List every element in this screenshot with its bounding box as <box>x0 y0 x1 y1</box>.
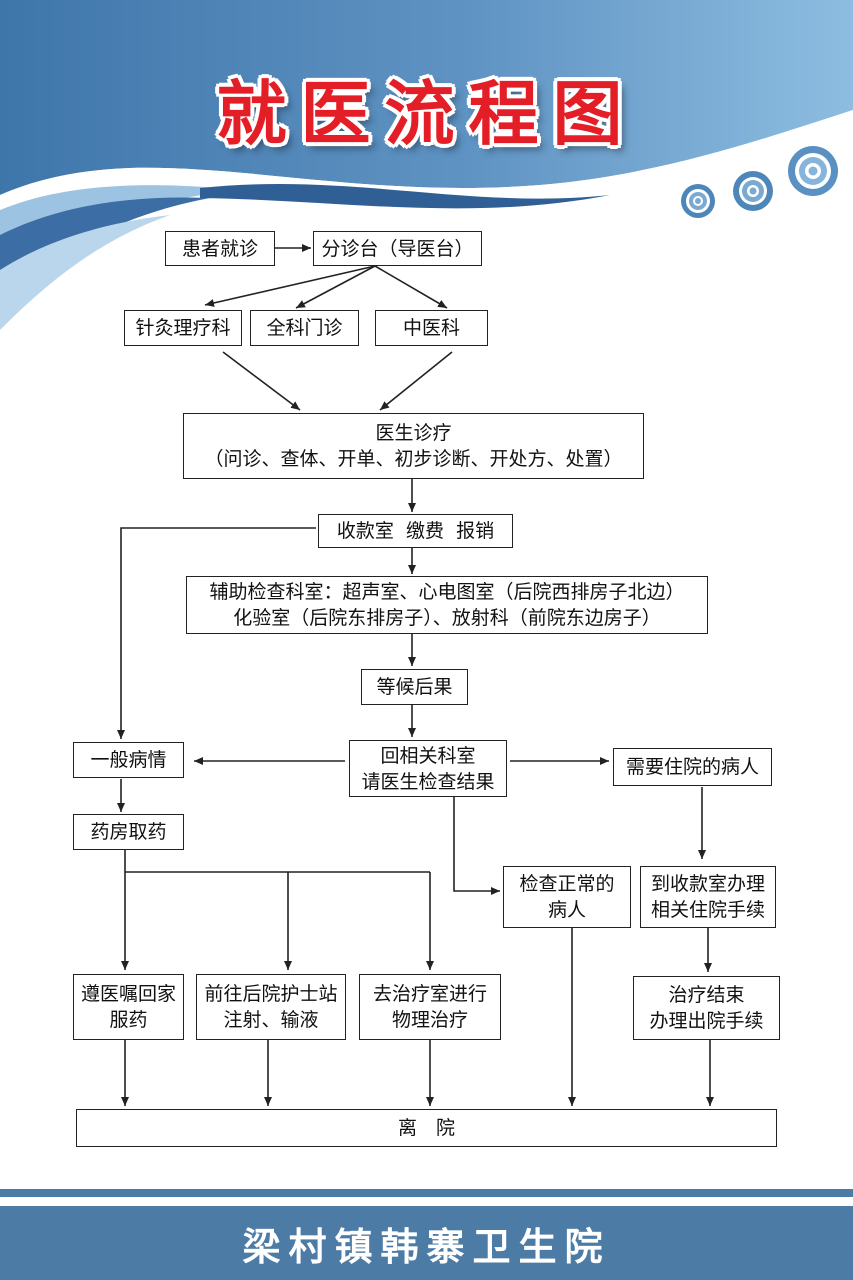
node-label-line1: 遵医嘱回家 <box>80 983 176 1005</box>
node-label: 等候后果 <box>376 676 453 698</box>
node-label: 离 院 <box>397 1117 455 1139</box>
node-general-illness: 一般病情 <box>73 742 184 778</box>
node-label-line2: （问诊、查体、开单、初步诊断、开处方、处置） <box>204 448 623 470</box>
node-leave-hospital: 离 院 <box>76 1109 777 1147</box>
node-label-line2: 办理出院手续 <box>649 1010 764 1032</box>
node-acupuncture: 针灸理疗科 <box>124 310 242 346</box>
footer-hospital-name: 梁村镇韩寨卫生院 <box>0 1206 853 1280</box>
node-triage-desk: 分诊台（导医台） <box>313 231 482 266</box>
node-label: 收款室 缴费 报销 <box>336 520 495 542</box>
node-label-line2: 物理治疗 <box>391 1009 468 1031</box>
node-patient-visit: 患者就诊 <box>165 231 275 266</box>
arrow-acupuncture-to-doctor <box>222 351 301 411</box>
node-label: 中医科 <box>402 317 460 339</box>
node-wait-results: 等候后果 <box>361 669 468 705</box>
node-label-line1: 医生诊疗 <box>375 422 452 444</box>
node-label-line1: 前往后院护士站 <box>204 983 338 1005</box>
node-label-line1: 治疗结束 <box>668 984 745 1006</box>
decorative-circles <box>681 146 838 218</box>
node-label: 患者就诊 <box>181 237 258 260</box>
arrow-cashier-to-general-illness <box>117 527 316 739</box>
node-label-line2: 化验室（后院东排房子）、放射科（前院东边房子） <box>233 607 661 629</box>
node-normal-patients: 检查正常的 病人 <box>503 866 631 928</box>
node-label-line1: 回相关科室 <box>380 744 476 767</box>
node-label-line2: 请医生检查结果 <box>361 770 495 793</box>
node-doctor: 医生诊疗 （问诊、查体、开单、初步诊断、开处方、处置） <box>183 413 644 479</box>
node-label: 一般病情 <box>90 749 167 771</box>
node-label-line1: 检查正常的 <box>519 873 615 895</box>
node-label: 全科门诊 <box>266 317 343 339</box>
node-nurse-station: 前往后院护士站 注射、输液 <box>196 974 346 1040</box>
arrow-return-to-normal <box>453 797 500 895</box>
node-label: 药房取药 <box>90 821 167 843</box>
arrow-triage-to-tcm <box>374 265 448 309</box>
node-admission: 到收款室办理 相关住院手续 <box>640 866 776 928</box>
node-label-line2: 注射、输液 <box>223 1009 319 1031</box>
page-title: 就医流程图 <box>216 73 637 155</box>
node-cashier: 收款室 缴费 报销 <box>318 514 513 548</box>
node-discharge: 治疗结束 办理出院手续 <box>633 976 780 1040</box>
footer-divider <box>0 1189 853 1197</box>
node-label: 针灸理疗科 <box>135 317 231 339</box>
node-return-dept: 回相关科室 请医生检查结果 <box>349 740 507 797</box>
node-label: 需要住院的病人 <box>625 756 759 778</box>
node-label: 分诊台（导医台） <box>321 237 474 260</box>
node-home-medication: 遵医嘱回家 服药 <box>73 974 184 1040</box>
node-aux-exam: 辅助检查科室：超声室、心电图室（后院西排房子北边） 化验室（后院东排房子）、放射… <box>186 576 708 634</box>
node-label-line1: 到收款室办理 <box>650 873 765 895</box>
node-inpatient-needed: 需要住院的病人 <box>613 748 772 786</box>
node-label-line2: 服药 <box>109 1009 148 1031</box>
arrow-tcm-to-doctor <box>379 351 453 411</box>
arrow-triage-to-general <box>295 265 376 309</box>
node-pharmacy: 药房取药 <box>73 814 184 850</box>
node-therapy-room: 去治疗室进行 物理治疗 <box>359 974 501 1040</box>
node-label-line2: 相关住院手续 <box>650 899 765 921</box>
node-label-line1: 辅助检查科室：超声室、心电图室（后院西排房子北边） <box>209 581 685 603</box>
node-tcm: 中医科 <box>375 310 488 346</box>
node-label-line1: 去治疗室进行 <box>372 983 487 1005</box>
arrow-triage-to-acupuncture <box>204 265 376 307</box>
node-general-clinic: 全科门诊 <box>250 310 359 346</box>
node-label-line2: 病人 <box>547 899 586 921</box>
